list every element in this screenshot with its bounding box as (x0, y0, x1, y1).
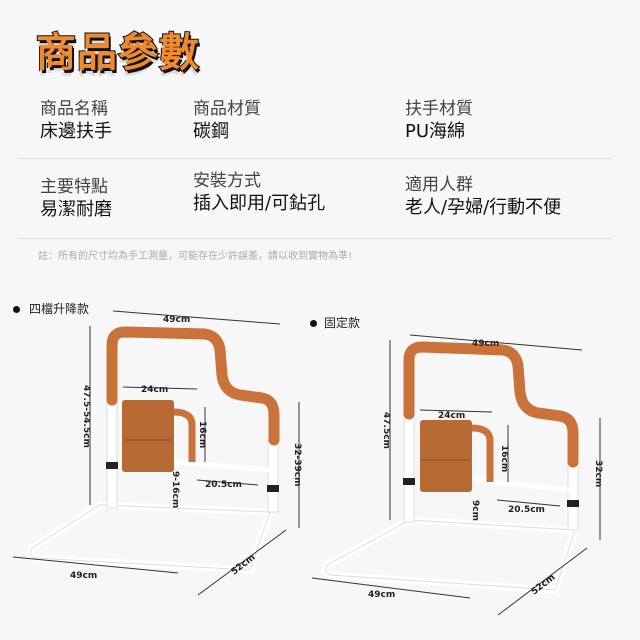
spec-value: 老人/孕婦/行動不便 (405, 197, 562, 218)
clip (403, 478, 415, 485)
dim-inner-bar: 20.5cm (508, 505, 545, 515)
right-pole (567, 461, 579, 531)
dim-gap: 9-16cm (170, 471, 180, 508)
base-frame-outline (325, 519, 576, 591)
adjustable-rail-diagram: 49cm 47.5-54.5cm 24cm 16cm 20.5cm 9-16cm… (12, 310, 302, 596)
spec-material: 商品材質 碳鋼 (193, 98, 261, 144)
base-frame (322, 516, 580, 594)
spec-label: 安裝方式 (193, 171, 261, 191)
spec-features: 主要特點 易潔耐磨 (40, 176, 112, 222)
dim-top-width: 49cm (472, 339, 499, 349)
dim-handle-height: 32cm (593, 460, 603, 487)
dim-base-width: 49cm (368, 590, 395, 600)
measurement-note: 註：所有的尺寸均為手工測量，可能存在少許誤差，請以收到實物為準! (38, 251, 353, 262)
spec-label: 商品名稱 (40, 99, 108, 119)
dim-height: 47.5cm (381, 412, 391, 449)
inner-handle (471, 424, 494, 482)
spec-value: 床邊扶手 (40, 121, 112, 142)
orange-handrail (403, 341, 579, 468)
dim-inner-bar: 20.5cm (205, 480, 242, 490)
dim-handle-height: 32-39cm (292, 443, 302, 487)
dimension-lines (12, 310, 300, 596)
dim-base-width: 49cm (70, 571, 97, 581)
spec-installation: 安裝方式 插入即用/可鉆孔 (193, 170, 325, 216)
spec-value: 易潔耐磨 (40, 199, 112, 220)
divider (18, 158, 612, 159)
model-name-fixed: 固定款 (324, 316, 361, 330)
page-title: 商品參數 (35, 29, 200, 77)
dim-bag-width: 24cm (141, 385, 168, 395)
inner-handle (173, 408, 196, 462)
left-pole (403, 411, 415, 523)
spec-value: PU海綿 (405, 121, 466, 142)
storage-bag (122, 400, 174, 472)
height-clip (106, 462, 118, 469)
dimension-lines (311, 334, 601, 616)
dim-gap: 9cm (470, 500, 480, 521)
left-pole (106, 397, 118, 509)
spec-handle-material: 扶手材質 PU海綿 (405, 98, 473, 144)
inner-bar (174, 459, 271, 473)
spec-product-name: 商品名稱 床邊扶手 (40, 98, 112, 144)
spec-label: 扶手材質 (405, 99, 473, 119)
right-pole (267, 439, 279, 513)
model-name-adjustable: 四檔升降款 (29, 302, 90, 316)
spec-label: 適用人群 (405, 175, 473, 195)
dim-top-width: 49cm (163, 315, 190, 325)
dim-bag-height: 16cm (197, 421, 207, 448)
bullet-icon (310, 320, 317, 327)
spec-value: 插入即用/可鉆孔 (193, 193, 326, 214)
dim-bag-height: 16cm (499, 445, 509, 472)
orange-handrail (106, 326, 280, 446)
storage-bag (420, 420, 472, 492)
spec-label: 商品材質 (193, 99, 261, 119)
fixed-rail-diagram: 49cm 47.5cm 24cm 16cm 20.5cm 9cm 32cm 49… (311, 334, 603, 616)
spec-value: 碳鋼 (193, 121, 229, 142)
base-frame-outline (30, 504, 271, 571)
bullet-icon (13, 306, 20, 313)
spec-label: 主要特點 (40, 177, 108, 197)
dim-bag-width: 24cm (438, 411, 465, 421)
dim-height: 47.5-54.5cm (81, 385, 91, 448)
height-clip (267, 485, 279, 492)
spec-users: 適用人群 老人/孕婦/行動不便 (405, 174, 561, 220)
divider (18, 238, 612, 239)
clip (567, 500, 579, 507)
